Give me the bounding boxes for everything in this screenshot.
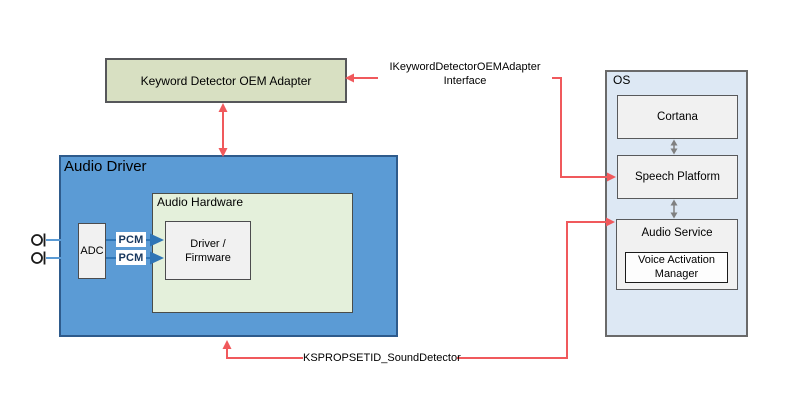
audio-service-label: Audio Service bbox=[641, 227, 713, 239]
cortana-label: Cortana bbox=[657, 111, 698, 123]
voice-activation-manager-box: Voice Activation Manager bbox=[625, 252, 728, 283]
audio-hardware-label: Audio Hardware bbox=[157, 195, 244, 209]
adc-label: ADC bbox=[80, 245, 104, 257]
microphone-icon bbox=[31, 233, 46, 247]
oem-interface-connector-label: IKeywordDetectorOEMAdapter Interface bbox=[378, 60, 552, 88]
adapter-driver-double-arrow bbox=[218, 103, 228, 157]
driver-firmware-box: Driver / Firmware bbox=[165, 221, 251, 280]
voice-activation-manager-label: Voice Activation Manager bbox=[637, 254, 716, 280]
adc-box: ADC bbox=[78, 223, 106, 279]
speech-platform-box: Speech Platform bbox=[617, 155, 738, 199]
os-label: OS bbox=[613, 73, 631, 87]
pcm-label-top: PCM bbox=[116, 232, 146, 247]
driver-firmware-label: Driver / Firmware bbox=[185, 237, 231, 264]
keyword-detector-oem-adapter-label: Keyword Detector OEM Adapter bbox=[140, 73, 312, 88]
arrowhead-up-icon bbox=[222, 340, 232, 349]
oem-interface-label-line1: IKeywordDetectorOEMAdapter bbox=[389, 61, 541, 73]
cortana-box: Cortana bbox=[617, 95, 738, 139]
audio-driver-label: Audio Driver bbox=[64, 158, 147, 175]
sound-detector-connector-label: KSPROPSETID_SoundDetector bbox=[303, 351, 461, 366]
microphone-icon bbox=[31, 251, 46, 265]
keyword-detector-oem-adapter-box: Keyword Detector OEM Adapter bbox=[105, 58, 347, 103]
pcm-label-bottom: PCM bbox=[116, 250, 146, 265]
oem-interface-label-line2: Interface bbox=[443, 75, 487, 87]
speech-platform-label: Speech Platform bbox=[634, 171, 720, 183]
arrowhead-up-icon bbox=[218, 103, 228, 112]
